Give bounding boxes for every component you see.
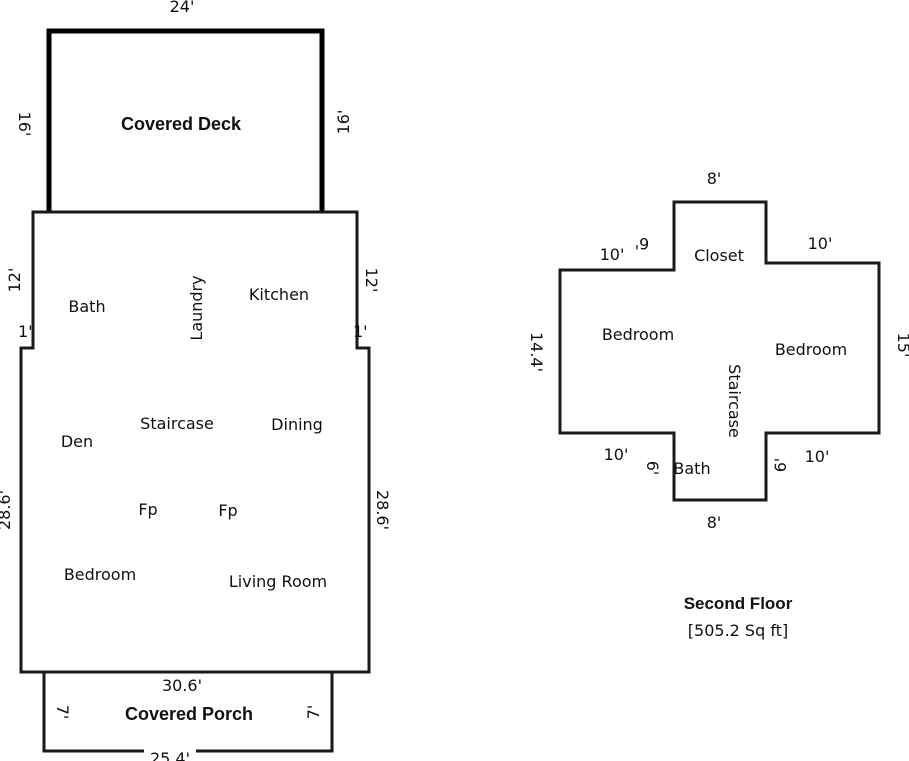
sf-bottom-left-dim: 10' <box>604 445 629 464</box>
sf-room-bedroom-right: Bedroom <box>775 340 847 359</box>
deck-left-dim: 16' <box>15 112 34 137</box>
main-right-upper-dim: 12' <box>362 268 381 293</box>
main-right-step-dim: 1' <box>353 322 368 341</box>
sf-room-bath: Bath <box>673 459 710 478</box>
main-left-lower-dim: 28.6' <box>0 490 14 530</box>
main-right-lower-dim: 28.6' <box>373 490 392 530</box>
sf-bottom-right-side-dim: 6' <box>771 458 790 473</box>
main-house-outline <box>19 210 371 674</box>
sf-top-left-dim: 10' <box>600 245 625 264</box>
sf-right-dim: 15' <box>894 333 909 358</box>
porch-right-dim: 7' <box>304 705 323 720</box>
sf-room-closet: Closet <box>694 246 744 265</box>
sf-room-staircase: Staircase <box>725 364 744 438</box>
room-dining: Dining <box>271 415 323 434</box>
second-floor-title: Second Floor <box>684 594 793 613</box>
main-bottom-dim: 30.6' <box>162 676 202 695</box>
porch-left-dim: 7' <box>53 705 72 720</box>
sf-bottom-dim: 8' <box>707 513 722 532</box>
second-floor-area: [505.2 Sq ft] <box>688 621 788 640</box>
main-left-step-dim: 1' <box>18 322 33 341</box>
room-bath: Bath <box>68 297 105 316</box>
sf-bottom-right-dim: 10' <box>805 447 830 466</box>
covered-porch-label: Covered Porch <box>125 704 253 724</box>
room-staircase: Staircase <box>140 414 214 433</box>
room-laundry: Laundry <box>187 275 206 340</box>
sf-top-dim: 8' <box>707 169 722 188</box>
sf-top-left-side-dim: 6' <box>635 234 650 253</box>
second-floor-outline <box>558 200 881 502</box>
main-left-upper-dim: 12' <box>5 268 24 293</box>
room-living-room: Living Room <box>229 572 327 591</box>
deck-right-dim: 16' <box>334 110 353 135</box>
deck-width-dim: 24' <box>170 0 195 16</box>
sf-top-right-dim: 10' <box>808 234 833 253</box>
fireplace-1: Fp <box>138 500 157 519</box>
covered-deck-outline <box>46 28 325 212</box>
room-kitchen: Kitchen <box>249 285 309 304</box>
room-den: Den <box>61 432 93 451</box>
room-bedroom: Bedroom <box>64 565 136 584</box>
sf-bottom-left-side-dim: 6' <box>643 461 662 476</box>
covered-deck-label: Covered Deck <box>121 114 242 134</box>
sf-left-dim: 14.4' <box>527 332 546 372</box>
sf-room-bedroom-left: Bedroom <box>602 325 674 344</box>
fireplace-2: Fp <box>218 501 237 520</box>
porch-width-dim: 25.4' <box>150 749 190 761</box>
